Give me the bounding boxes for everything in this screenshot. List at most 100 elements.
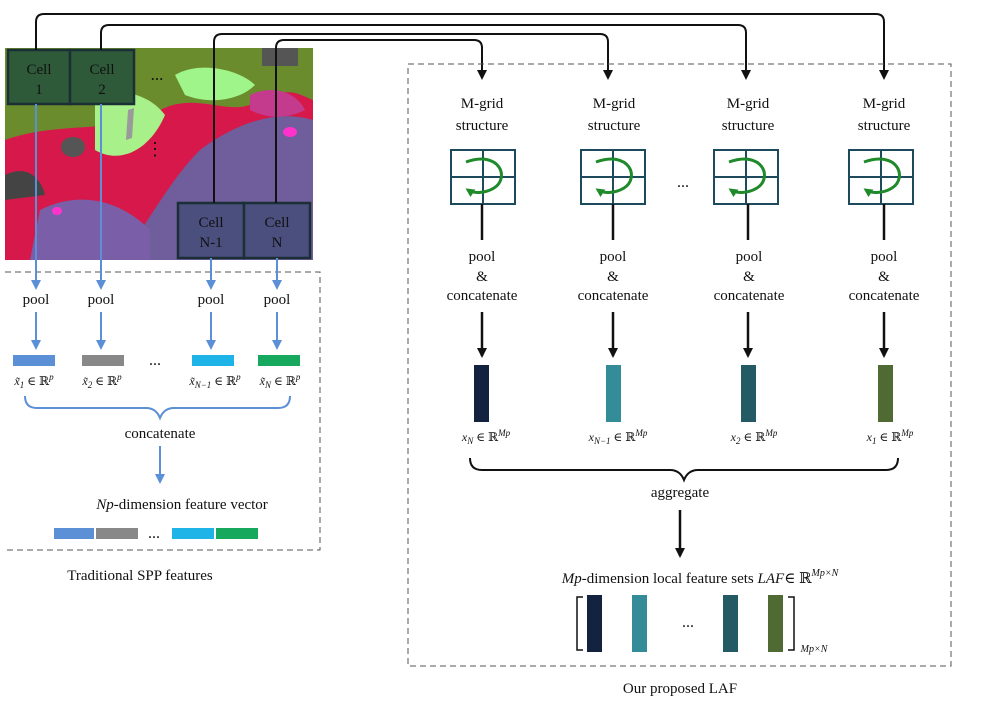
pool-concat-line1: pool	[736, 249, 763, 265]
laf-column-4: M-grid structure pool & concatenate x1 ∈…	[848, 96, 920, 446]
pool-label-4: pool	[264, 292, 291, 308]
laf-feature-label-n-1: xN−1 ∈ ℝMp	[588, 428, 648, 446]
curved-arrow-icon	[863, 157, 901, 198]
traditional-spp-panel: pool pool pool pool ... x̃1 ∈ ℝp x̃2 ∈ ℝ…	[5, 104, 321, 584]
feature-label-1: x̃1 ∈ ℝp	[13, 372, 54, 390]
connector-cell-n	[275, 39, 487, 203]
connector-cell-n-1	[213, 33, 613, 203]
mgrid-label-line1: M-grid	[461, 96, 504, 112]
pool-concat-line3: concatenate	[849, 288, 920, 304]
curved-arrow-icon	[728, 157, 766, 198]
cell-n: Cell N	[242, 201, 312, 260]
cell-n-1-index: N-1	[199, 235, 222, 251]
mgrid-label-line2: structure	[858, 118, 911, 134]
laf-feature-bar-2	[741, 365, 756, 422]
pool-concat-line2: &	[878, 269, 890, 285]
laf-feature-label-2: x2 ∈ ℝMp	[730, 428, 778, 446]
traditional-panel-border	[5, 271, 321, 551]
pool-concat-line2: &	[476, 269, 488, 285]
matrix-dimension-subscript: Mp×N	[800, 644, 829, 655]
traditional-feature-bars	[13, 355, 300, 366]
cell-2: Cell 2	[68, 48, 136, 106]
feature-bar-2	[82, 355, 124, 366]
pool-concat-line2: &	[607, 269, 619, 285]
map-ellipsis: ...	[151, 65, 164, 84]
laf-column-3: M-grid structure pool & concatenate x2 ∈…	[713, 96, 785, 446]
connector-cell-2	[100, 24, 751, 80]
pool-concat-line1: pool	[871, 249, 898, 265]
laf-panel: M-grid structure pool & concatenate xN ∈…	[407, 63, 952, 697]
vector-segment-2	[96, 528, 138, 539]
laf-feature-label-1: x1 ∈ ℝMp	[866, 428, 914, 446]
m-grid-icon	[848, 149, 914, 205]
vector-segment-1	[54, 528, 94, 539]
mgrid-label-line2: structure	[588, 118, 641, 134]
matrix-ellipsis: ...	[682, 614, 694, 631]
laf-matrix: ... Mp×N	[576, 595, 829, 655]
matrix-column-n-1	[632, 595, 647, 652]
mgrid-label-line1: M-grid	[727, 96, 770, 112]
m-grid-icon	[713, 149, 779, 205]
laf-caption: Our proposed LAF	[623, 681, 737, 697]
cell-1: Cell 1	[6, 48, 72, 106]
aggregate-label: aggregate	[651, 485, 710, 501]
pool-concat-line3: concatenate	[578, 288, 649, 304]
m-grid-icon	[450, 149, 516, 205]
mgrid-label-line1: M-grid	[593, 96, 636, 112]
pool-label-2: pool	[88, 292, 115, 308]
cell-2-index: 2	[98, 82, 106, 98]
map-cells: Cell 1 Cell 2 ... ⋮ Cell N-1 Cell N	[6, 48, 312, 260]
cell-n-label: Cell	[265, 215, 290, 231]
connector-cell-1	[35, 13, 889, 80]
m-grid-icon	[580, 149, 646, 205]
blue-arrows-cell-to-pool	[31, 104, 282, 290]
feature-vector-label: Np-dimension feature vector	[95, 497, 268, 513]
laf-panel-border	[407, 63, 952, 667]
feature-label-n: x̃N ∈ ℝp	[259, 372, 301, 390]
cell-n-1-label: Cell	[199, 215, 224, 231]
laf-column-1: M-grid structure pool & concatenate xN ∈…	[447, 96, 518, 446]
laf-feature-bar-n-1	[606, 365, 621, 422]
laf-feature-label-n: xN ∈ ℝMp	[461, 428, 511, 446]
square-bracket-icon	[576, 596, 583, 651]
matrix-column-2	[723, 595, 738, 652]
vector-segment-n	[216, 528, 258, 539]
pool-concat-line3: concatenate	[447, 288, 518, 304]
map-vertical-ellipsis: ⋮	[146, 139, 164, 159]
pool-concat-line1: pool	[469, 249, 496, 265]
cell-n-1: Cell N-1	[176, 201, 246, 260]
laf-column-2: M-grid structure pool & concatenate xN−1…	[578, 96, 649, 446]
pool-label-3: pool	[198, 292, 225, 308]
matrix-column-1	[768, 595, 783, 652]
pool-concat-line2: &	[743, 269, 755, 285]
cell-2-label: Cell	[90, 62, 115, 78]
matrix-column-n	[587, 595, 602, 652]
square-bracket-icon	[788, 596, 795, 651]
mgrid-label-line1: M-grid	[863, 96, 906, 112]
curved-arrow-icon	[465, 157, 503, 198]
mgrid-label-line2: structure	[722, 118, 775, 134]
feature-bar-n	[258, 355, 300, 366]
blue-arrows-pool-to-feature	[31, 312, 282, 350]
cell-n-index: N	[272, 235, 283, 251]
curved-arrow-icon	[595, 157, 633, 198]
vector-ellipsis: ...	[148, 525, 160, 542]
laf-feature-bar-1	[878, 365, 893, 422]
traditional-brace	[24, 395, 291, 421]
pool-concat-line1: pool	[600, 249, 627, 265]
feature-label-2: x̃2 ∈ ℝp	[81, 372, 122, 390]
feature-label-n-1: x̃N−1 ∈ ℝp	[188, 372, 241, 390]
traditional-concatenate-label: concatenate	[125, 426, 196, 442]
cell-1-index: 1	[35, 82, 43, 98]
laf-brace	[469, 457, 899, 483]
cell-1-label: Cell	[27, 62, 52, 78]
traditional-bars-ellipsis: ...	[149, 352, 161, 369]
traditional-caption: Traditional SPP features	[67, 568, 213, 584]
traditional-feature-labels: x̃1 ∈ ℝp x̃2 ∈ ℝp x̃N−1 ∈ ℝp x̃N ∈ ℝp	[13, 372, 300, 390]
local-feature-sets-label: Mp-dimension local feature sets LAF∈ ℝMp…	[561, 568, 840, 587]
laf-feature-bar-n	[474, 365, 489, 422]
feature-bar-n-1	[192, 355, 234, 366]
feature-bar-1	[13, 355, 55, 366]
concatenated-feature-vector	[54, 528, 258, 539]
